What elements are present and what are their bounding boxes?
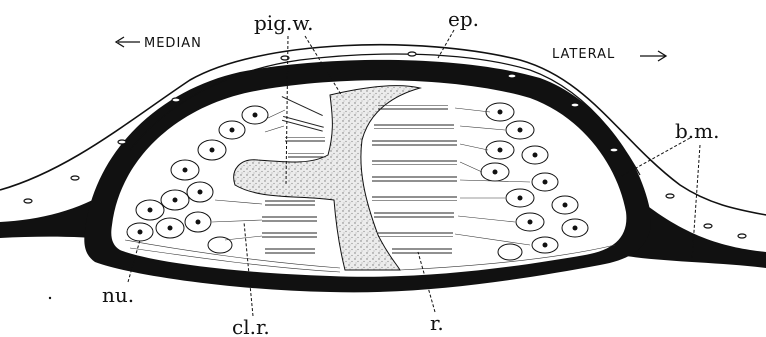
- ep-label: ep.: [448, 7, 479, 31]
- stray-mark: [49, 297, 51, 299]
- median-label: MEDIAN: [144, 36, 202, 51]
- bm-label: b.m.: [675, 119, 719, 143]
- ep-leader: [438, 30, 454, 58]
- pig-w-label: pig.w.: [254, 11, 313, 35]
- median-arrow: [116, 37, 140, 47]
- clr-label: cl.r.: [232, 315, 270, 337]
- lateral-label: LATERAL: [552, 47, 615, 62]
- r-label: r.: [430, 311, 444, 335]
- rods-right: [372, 105, 457, 255]
- nu-label: nu.: [102, 283, 134, 307]
- lateral-arrow: [640, 51, 666, 61]
